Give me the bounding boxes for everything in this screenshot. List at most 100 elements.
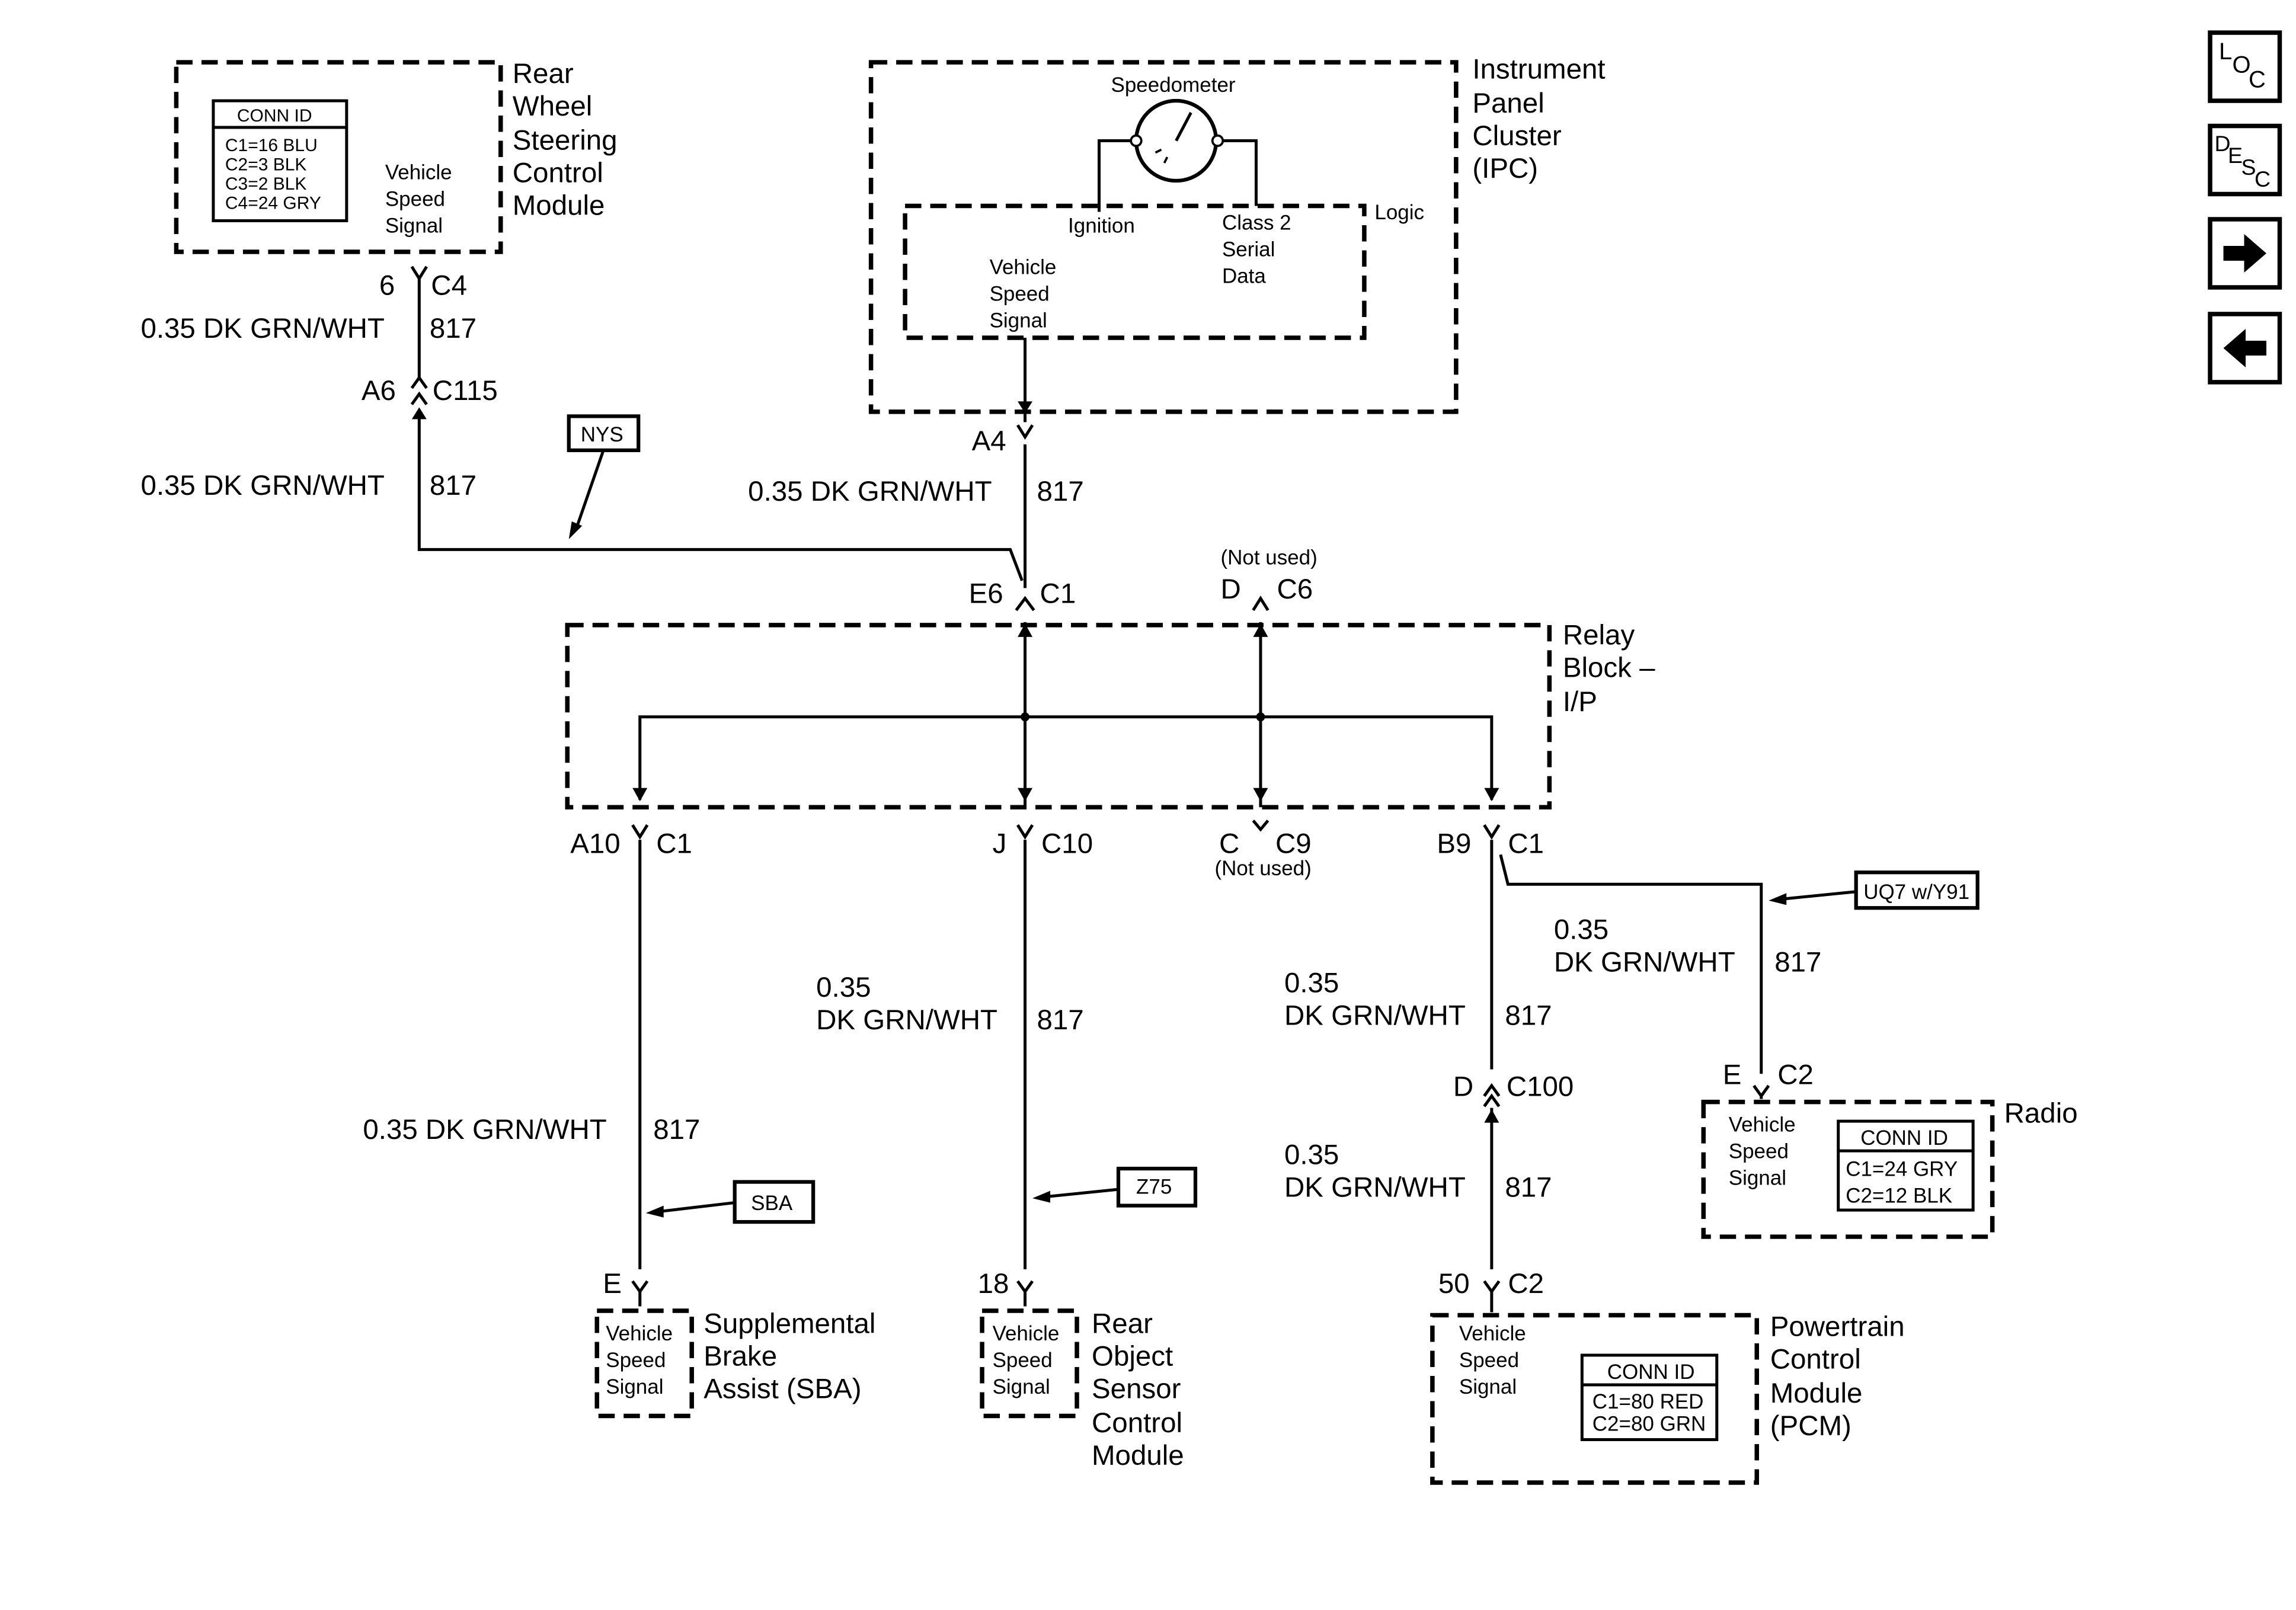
rwsc-name: Steering <box>513 125 618 156</box>
rwsc-signal-label: Signal <box>385 214 443 237</box>
radio-signal-label: Vehicle <box>1729 1113 1796 1137</box>
connector-id: C4 <box>431 270 467 301</box>
desc-button[interactable]: D E S C <box>2208 123 2282 197</box>
rwsc-conn-row: C3=2 BLK <box>225 174 307 194</box>
sba-name: Supplemental <box>703 1308 875 1340</box>
ros-name: Rear <box>1092 1308 1153 1340</box>
ros-name: Sensor <box>1092 1373 1181 1404</box>
not-used-note: (Not used) <box>1220 546 1317 569</box>
pin-label: E6 <box>969 578 1003 609</box>
sba-name: Brake <box>703 1341 777 1372</box>
rwsc-module: CONN ID C1=16 BLU C2=3 BLK C3=2 BLK C4=2… <box>174 58 618 254</box>
wire-size: 0.35 <box>816 972 871 1003</box>
speedometer-gauge-icon <box>1130 98 1224 183</box>
wire-size: 0.35 <box>1284 1140 1339 1171</box>
back-button[interactable] <box>2208 312 2282 385</box>
pin-label: D <box>1220 574 1240 605</box>
circuit-number: 817 <box>653 1114 700 1145</box>
pcm-conn-row: C2=80 GRN <box>1593 1412 1706 1435</box>
pcm-conn-title: CONN ID <box>1607 1361 1695 1384</box>
rwsc-conn-row: C1=16 BLU <box>225 136 318 155</box>
sba-name: Assist (SBA) <box>703 1373 861 1404</box>
pin-label: D <box>1453 1071 1473 1103</box>
radio-signal-label: Signal <box>1729 1167 1786 1190</box>
wire-color: DK GRN/WHT <box>1554 947 1735 978</box>
ipc-class2-label: Class 2 <box>1222 212 1291 235</box>
circuit-number: 817 <box>1037 1004 1084 1036</box>
pcm-conn-row: C1=80 RED <box>1593 1390 1704 1413</box>
relay-name: Relay <box>1563 619 1635 651</box>
connector-id: C6 <box>1277 574 1313 605</box>
radio-signal-label: Speed <box>1729 1140 1789 1163</box>
ipc-signal-label: Signal <box>990 309 1047 332</box>
relay-block: Relay Block – I/P <box>565 619 1655 809</box>
loc-button[interactable]: L O C <box>2208 30 2282 103</box>
pcm-name: (PCM) <box>1770 1410 1851 1442</box>
sba-signal-label: Speed <box>606 1349 666 1372</box>
ros-name: Control <box>1092 1407 1182 1439</box>
circuit-number: 817 <box>430 313 477 344</box>
ipc-class2-label: Data <box>1222 264 1266 287</box>
next-button[interactable] <box>2208 217 2282 290</box>
desc-letter-e: E <box>2228 143 2243 168</box>
rwsc-signal-label: Vehicle <box>385 161 452 184</box>
ipc-logic-label: Logic <box>1374 201 1424 224</box>
pcm-signal-label: Signal <box>1459 1375 1517 1398</box>
radio-module: CONN ID C1=24 GRY C2=12 BLK Vehicle Spee… <box>1701 1098 2078 1239</box>
pin-label: E <box>603 1268 622 1299</box>
rwsc-name: Wheel <box>513 91 593 122</box>
wire-size: 0.35 <box>1284 968 1339 999</box>
connector-id: C2 <box>1508 1268 1544 1299</box>
circuit-number: 817 <box>430 470 477 501</box>
loc-letter-l: L <box>2219 39 2232 65</box>
option-label: UQ7 w/Y91 <box>1863 881 1969 904</box>
pin-label: A10 <box>570 828 620 860</box>
connector-id: C10 <box>1041 828 1093 860</box>
ipc-name: Panel <box>1472 88 1544 119</box>
ros-signal-label: Speed <box>993 1349 1053 1372</box>
desc-letter-d: D <box>2215 131 2231 156</box>
pcm-name: Powertrain <box>1770 1311 1905 1343</box>
pcm-module: CONN ID C1=80 RED C2=80 GRN Vehicle Spee… <box>1430 1311 1905 1485</box>
pin-label: A6 <box>362 375 396 406</box>
ipc-name: Instrument <box>1472 54 1605 85</box>
rwsc-signal-label: Speed <box>385 188 445 211</box>
sba-signal-label: Signal <box>606 1375 663 1398</box>
circuit-number: 817 <box>1037 476 1084 507</box>
rwsc-conn-row: C2=3 BLK <box>225 155 307 175</box>
option-sba-tag: SBA <box>645 1180 816 1224</box>
option-callouts: NYS UQ7 w/Y91 SBA Z75 <box>567 414 1980 1224</box>
signal-arrows <box>411 401 1499 1123</box>
connector-labels: 6 C4 A6 C115 A4 E6 C1 (Not used) D C6 A1… <box>362 270 1814 1299</box>
right-arrow-icon <box>2223 233 2267 273</box>
wire-size-color: 0.35 DK GRN/WHT <box>140 470 384 501</box>
connector-id: C1 <box>1040 578 1076 609</box>
rwsc-name: Control <box>513 158 603 189</box>
ipc-signal-label: Speed <box>990 282 1050 305</box>
option-nys-tag: NYS <box>567 414 641 539</box>
pin-label: J <box>993 828 1007 860</box>
rwsc-name: Module <box>513 190 605 222</box>
loc-letter-c: C <box>2249 67 2266 93</box>
pin-label: 6 <box>379 270 395 301</box>
pcm-name: Control <box>1770 1344 1861 1375</box>
option-label: NYS <box>581 423 623 446</box>
wire-size-color: 0.35 DK GRN/WHT <box>140 313 384 344</box>
pin-label: B9 <box>1437 828 1471 860</box>
pcm-name: Module <box>1770 1378 1863 1409</box>
ipc-name: (IPC) <box>1472 153 1538 184</box>
wire-labels: 0.35 DK GRN/WHT 817 0.35 DK GRN/WHT 817 … <box>140 313 1821 1204</box>
connector-id: C100 <box>1507 1071 1574 1103</box>
radio-conn-title: CONN ID <box>1860 1126 1948 1150</box>
option-uq7-tag: UQ7 w/Y91 <box>1769 870 1980 910</box>
relay-name: I/P <box>1563 686 1597 718</box>
ipc-module: Speedometer Ignition Class 2 Serial Data… <box>868 54 1606 414</box>
loc-letter-o: O <box>2233 52 2251 78</box>
pin-label: E <box>1723 1060 1742 1091</box>
desc-letter-c: C <box>2255 167 2271 191</box>
ros-module: Vehicle Speed Signal Rear Object Sensor … <box>980 1308 1184 1471</box>
speedometer-label: Speedometer <box>1111 73 1236 97</box>
wire-size-color: 0.35 DK GRN/WHT <box>748 476 992 507</box>
connector-id: C115 <box>433 375 498 406</box>
